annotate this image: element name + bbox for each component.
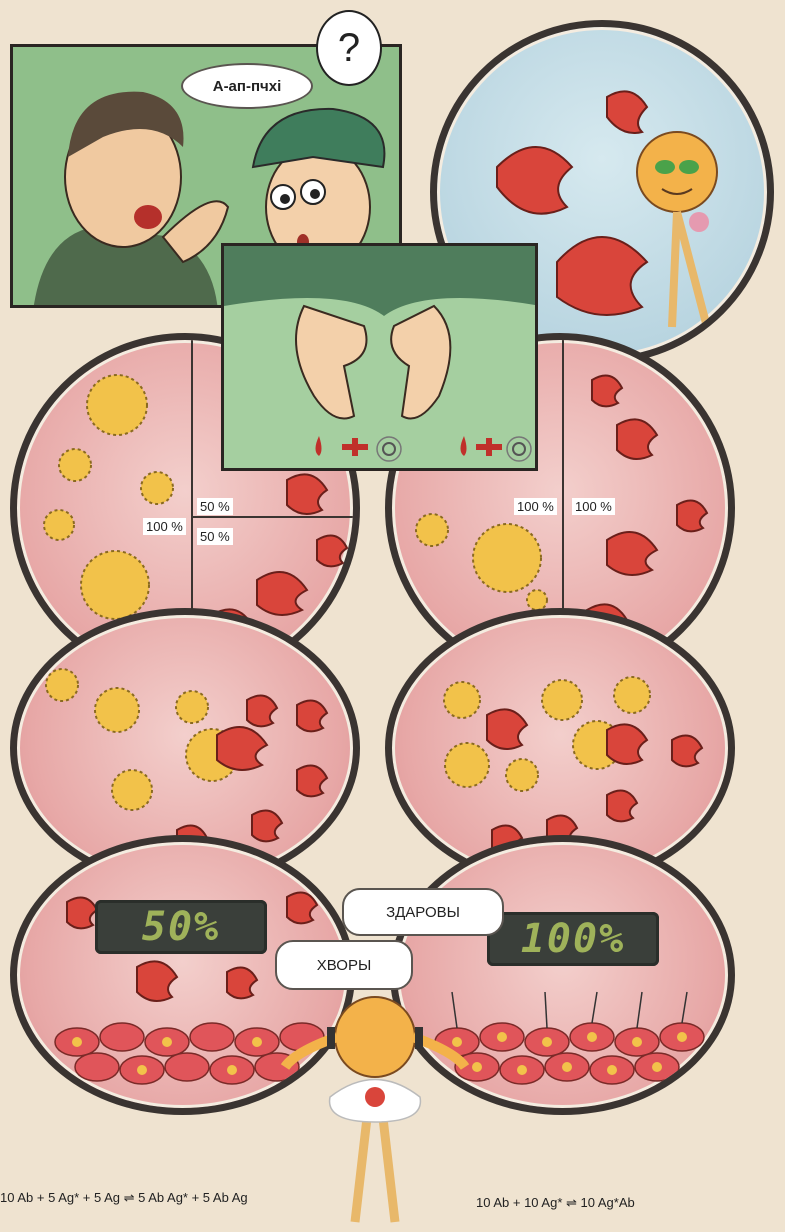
sneeze-text: А-ап-пчхі [213, 78, 282, 95]
formula-right: 10 Ab + 10 Ag* ⇌ 10 Ag*Ab [476, 1195, 635, 1211]
healthy-percent-display-right: 100% [487, 912, 659, 966]
left-bottom-percent: 50 % [197, 528, 233, 545]
sick-label-bubble: ХВОРЫ [275, 940, 413, 990]
sneeze-speech-bubble: А-ап-пчхі [181, 63, 313, 109]
antibody-guide-character [275, 972, 475, 1232]
healthy-label-bubble: ЗДАРОВЫ [342, 888, 504, 936]
left-top-percent: 50 % [197, 498, 233, 515]
question-speech-bubble: ? [316, 10, 382, 86]
healthy-label: ЗДАРОВЫ [386, 904, 460, 921]
formula-left: 10 Ab + 5 Ag* + 5 Ag ⇌ 5 Ab Ag* + 5 Ab A… [0, 1190, 248, 1206]
healthy-percent-display-left: 50% [95, 900, 267, 954]
open-hands-illustration [224, 246, 538, 471]
right-left-percent: 100 % [514, 498, 557, 515]
question-mark: ? [338, 26, 360, 71]
display-value-left: 50% [142, 904, 220, 950]
right-right-percent: 100 % [572, 498, 615, 515]
hands-panel [221, 243, 538, 471]
left-whole-percent: 100 % [143, 518, 186, 535]
sick-label: ХВОРЫ [317, 957, 371, 974]
display-value-right: 100% [521, 916, 625, 962]
